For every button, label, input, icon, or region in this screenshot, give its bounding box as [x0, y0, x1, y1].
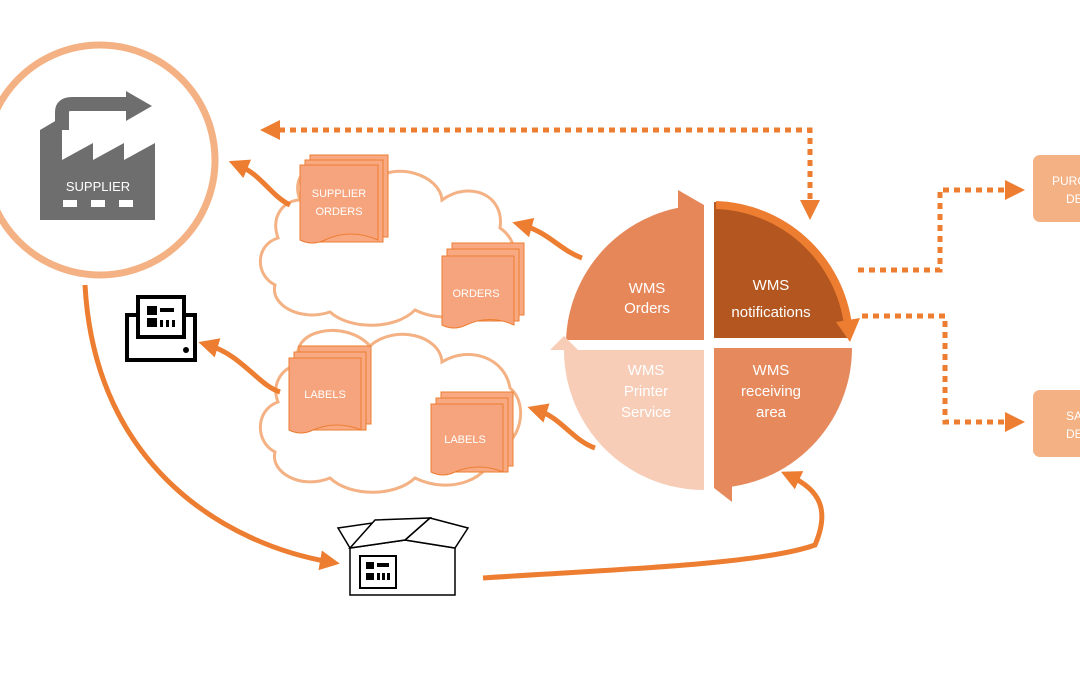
supplier-orders-label-line2: ORDERS: [315, 206, 362, 218]
flow-arrows: [82, 159, 825, 581]
sales-label-line1: SA: [1066, 409, 1080, 423]
labels-doc-1-label: LABELS: [304, 389, 346, 401]
purchasing-label-line1: PURC: [1052, 174, 1080, 188]
open-box-icon: [336, 517, 470, 596]
notifications-to-sales-link: [862, 313, 1025, 432]
wms-printer-segment: WMS Printer Service: [550, 336, 704, 490]
printer-service-to-cloud-arrow: [527, 403, 596, 451]
labels-doc-2-label: LABELS: [444, 434, 486, 446]
supplier-orders-to-supplier-arrow: [228, 159, 292, 208]
orders-doc: ORDERS: [441, 242, 525, 329]
wms-orders-line1: WMS: [629, 280, 666, 297]
sales-label-line2: DE: [1066, 427, 1080, 441]
wms-cycle: WMS Orders WMS notifications WMS Printer…: [550, 190, 860, 502]
wms-orders-segment: WMS Orders: [566, 190, 704, 340]
orders-doc-label: ORDERS: [452, 288, 499, 300]
dotted-connectors: [260, 120, 1025, 432]
notifications-to-purchasing-link: [858, 180, 1025, 273]
wms-printer-line1: WMS: [628, 362, 665, 379]
sales-department-box: SA DE: [1033, 390, 1080, 457]
labels-doc-1: LABELS: [288, 345, 372, 434]
wms-receiving-line1: WMS: [753, 362, 790, 379]
wms-printer-line3: Service: [621, 404, 671, 421]
wms-receiving-line2: receiving: [741, 383, 801, 400]
purchasing-label-line2: DE: [1066, 192, 1080, 206]
supplier-orders-label-line1: SUPPLIER: [312, 188, 366, 200]
labels-to-printer-arrow: [198, 338, 281, 395]
supplier-node: SUPPLIER: [0, 41, 219, 279]
wms-orders-to-cloud-arrow: [512, 217, 583, 261]
labels-doc-2: LABELS: [430, 391, 514, 476]
wms-notifications-line1: WMS: [753, 277, 790, 294]
wms-orders-line2: Orders: [624, 300, 670, 317]
supplier-orders-doc: SUPPLIER ORDERS: [299, 154, 389, 244]
factory-icon: [40, 91, 155, 220]
supplier-to-box-arrow: [82, 284, 340, 571]
wms-notifications-segment: WMS notifications: [714, 202, 850, 338]
wms-receiving-segment: WMS receiving area: [714, 348, 852, 502]
supplier-label: SUPPLIER: [66, 179, 130, 194]
wms-printer-line2: Printer: [624, 383, 668, 400]
wms-receiving-line3: area: [756, 404, 787, 421]
purchasing-department-box: PURC DE: [1033, 155, 1080, 222]
box-to-receiving-arrow: [482, 471, 825, 581]
wms-notifications-line2: notifications: [731, 304, 810, 321]
printer-icon: [125, 295, 197, 362]
notifications-to-supplier-link: [260, 120, 820, 220]
